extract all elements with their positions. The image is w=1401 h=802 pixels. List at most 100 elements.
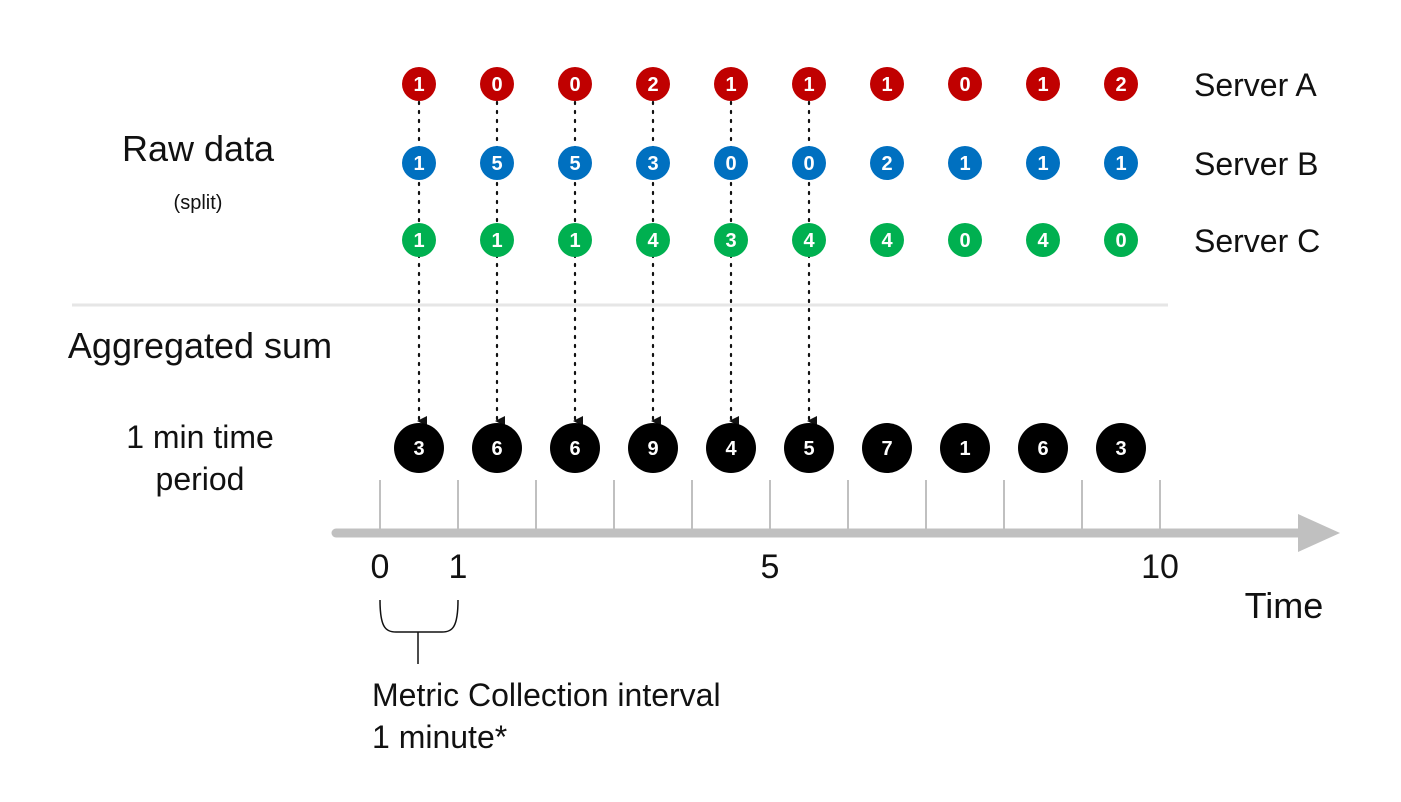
data-dot: 0 xyxy=(948,223,982,257)
aggregated-dot: 3 xyxy=(1096,423,1146,473)
data-dot-value: 4 xyxy=(1037,230,1049,252)
data-dot-value: 2 xyxy=(647,74,658,96)
data-dot: 0 xyxy=(792,146,826,180)
server-name-label: Server B xyxy=(1194,146,1318,182)
data-dot-value: 1 xyxy=(413,74,424,96)
interval-bracket xyxy=(379,599,459,633)
aggregated-dot-circle xyxy=(940,423,990,473)
period-label-line2: period xyxy=(156,461,245,497)
aggregated-dot-circle xyxy=(472,423,522,473)
aggregated-dot: 6 xyxy=(472,423,522,473)
data-dot: 1 xyxy=(714,67,748,101)
aggregated-dot: 9 xyxy=(628,423,678,473)
axis-tick-label: 1 xyxy=(449,548,468,586)
data-dot-value: 4 xyxy=(647,230,659,252)
data-dot-circle xyxy=(402,67,436,101)
data-dot-circle xyxy=(792,146,826,180)
data-dot-value: 0 xyxy=(959,74,970,96)
data-dot-value: 4 xyxy=(803,230,815,252)
data-dot: 2 xyxy=(1104,67,1138,101)
data-dot: 2 xyxy=(870,146,904,180)
axis-tick-label: 0 xyxy=(371,548,390,586)
data-dot-circle xyxy=(870,146,904,180)
aggregated-dot-circle xyxy=(550,423,600,473)
period-label-line1: 1 min time xyxy=(126,419,274,455)
data-dot-value: 3 xyxy=(725,230,736,252)
axis-tick-labels: 0 1 5 10 xyxy=(371,548,1179,586)
data-dot-circle xyxy=(1026,223,1060,257)
aggregated-dot: 4 xyxy=(706,423,756,473)
aggregated-dot-circle xyxy=(784,423,834,473)
data-dot-value: 1 xyxy=(959,153,970,175)
data-dot: 4 xyxy=(1026,223,1060,257)
data-dot-circle xyxy=(558,67,592,101)
data-dot-value: 1 xyxy=(881,74,892,96)
data-dot-value: 0 xyxy=(491,74,502,96)
data-dot-circle xyxy=(714,67,748,101)
data-dot-value: 1 xyxy=(569,230,580,252)
data-dot: 1 xyxy=(948,146,982,180)
data-dot: 2 xyxy=(636,67,670,101)
data-dot-circle xyxy=(636,146,670,180)
aggregated-dot-value: 1 xyxy=(959,438,970,460)
data-dot: 1 xyxy=(480,223,514,257)
axis-ticks xyxy=(379,480,1161,530)
data-dot-circle xyxy=(480,146,514,180)
interval-label-line2: 1 minute* xyxy=(372,719,507,755)
aggregated-dot-value: 3 xyxy=(413,438,424,460)
server-name-label: Server A xyxy=(1194,67,1317,103)
aggregated-dot-circle xyxy=(1018,423,1068,473)
data-dot: 3 xyxy=(714,223,748,257)
aggregated-dot: 6 xyxy=(550,423,600,473)
data-dot-value: 3 xyxy=(647,153,658,175)
data-dot-value: 0 xyxy=(803,153,814,175)
data-dot: 4 xyxy=(792,223,826,257)
data-dot: 1 xyxy=(402,146,436,180)
data-dot: 0 xyxy=(558,67,592,101)
axis-tick-label: 5 xyxy=(761,548,780,586)
data-dot-circle xyxy=(480,67,514,101)
dotted-connectors xyxy=(417,100,817,426)
data-dot-circle xyxy=(792,67,826,101)
data-dot-value: 0 xyxy=(1115,230,1126,252)
interval-label-line1: Metric Collection interval xyxy=(372,677,721,713)
data-dot: 1 xyxy=(792,67,826,101)
data-dot-circle xyxy=(636,223,670,257)
time-axis-arrowhead xyxy=(1298,514,1340,552)
data-dot-circle xyxy=(1026,67,1060,101)
data-dot-value: 5 xyxy=(491,153,502,175)
data-dot-circle xyxy=(792,223,826,257)
data-dot-circle xyxy=(714,223,748,257)
data-dot: 1 xyxy=(870,67,904,101)
data-dot-value: 1 xyxy=(725,74,736,96)
data-dot-circle xyxy=(948,146,982,180)
data-dot: 0 xyxy=(480,67,514,101)
aggregated-dot-value: 3 xyxy=(1115,438,1126,460)
aggregated-dot: 1 xyxy=(940,423,990,473)
data-dot: 4 xyxy=(636,223,670,257)
aggregated-sum-label: Aggregated sum xyxy=(68,325,332,366)
axis-tick-label: 10 xyxy=(1141,548,1179,586)
data-dot: 0 xyxy=(1104,223,1138,257)
data-dot-circle xyxy=(402,146,436,180)
aggregated-dot-circle xyxy=(1096,423,1146,473)
data-dot-value: 0 xyxy=(725,153,736,175)
data-dot-value: 1 xyxy=(1037,153,1048,175)
data-dot-circle xyxy=(1104,67,1138,101)
data-dot-circle xyxy=(558,146,592,180)
aggregated-dot-circle xyxy=(394,423,444,473)
data-dot-value: 2 xyxy=(881,153,892,175)
aggregated-dot-value: 4 xyxy=(725,438,737,460)
aggregated-dot-circle xyxy=(628,423,678,473)
data-dot-value: 0 xyxy=(569,74,580,96)
data-dot-value: 1 xyxy=(413,153,424,175)
data-dot-circle xyxy=(714,146,748,180)
data-dot: 4 xyxy=(870,223,904,257)
data-dot-value: 2 xyxy=(1115,74,1126,96)
aggregated-dot-value: 6 xyxy=(1037,438,1048,460)
data-dot-circle xyxy=(558,223,592,257)
data-dot-circle xyxy=(636,67,670,101)
data-dot-value: 1 xyxy=(413,230,424,252)
